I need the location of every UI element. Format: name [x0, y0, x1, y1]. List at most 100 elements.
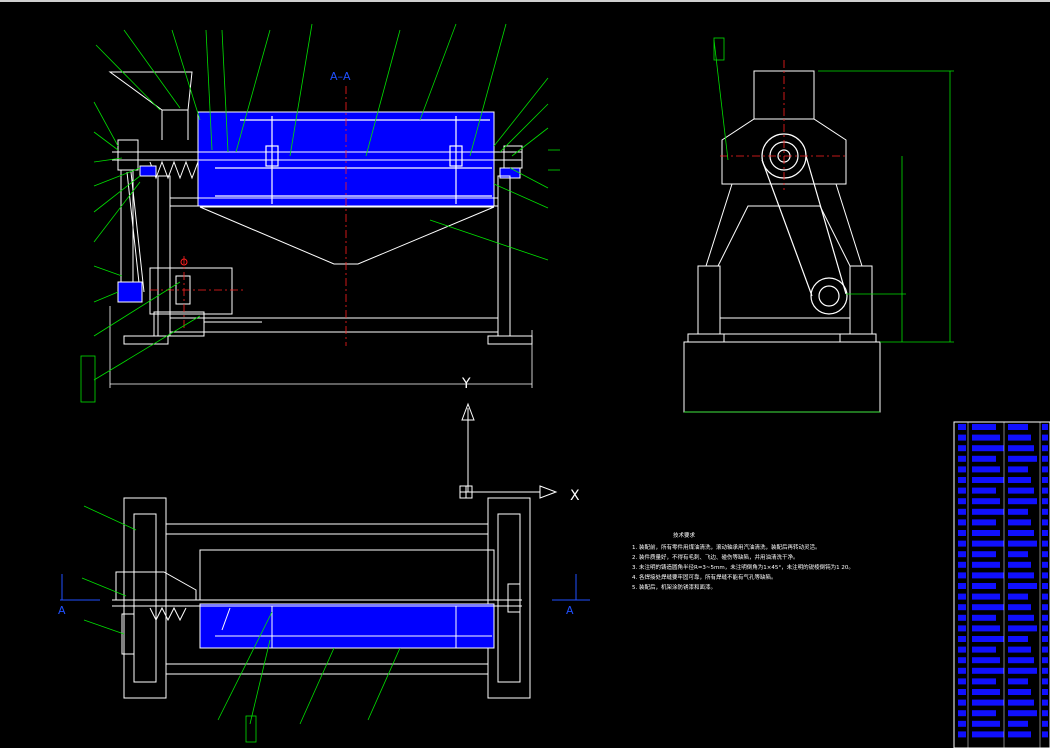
title-block-cell [958, 710, 966, 717]
title-block-cell [958, 636, 966, 642]
title-block-cell [1042, 689, 1048, 695]
title-block-cell [958, 625, 966, 632]
axis-x-label: X [570, 488, 580, 504]
title-block-cell [1042, 540, 1048, 547]
section-mark-right: A [566, 604, 574, 617]
title-block-cell [1008, 583, 1037, 589]
title-block-cell [958, 604, 966, 611]
title-block-cell [1042, 498, 1048, 505]
title-block-cell [972, 477, 1004, 483]
tech-requirement-4: 4. 各焊接处焊缝要牢固可靠，所有焊缝不能有气孔等缺陷。 [632, 575, 777, 581]
title-block-cell [1008, 720, 1028, 727]
title-block-cell [972, 530, 1000, 536]
title-block-cell [972, 720, 1000, 727]
section-label: A–A [330, 70, 351, 83]
title-block-cell [958, 434, 966, 441]
title-block-cell [1042, 424, 1048, 430]
window-top-border [0, 0, 1050, 2]
title-block-cell [958, 487, 966, 494]
side-view [683, 37, 954, 413]
title-block-cell [1008, 434, 1031, 441]
title-block-cell [972, 455, 996, 462]
tank-cone [199, 206, 495, 265]
title-block-cell [958, 540, 966, 547]
title-block-cell [1042, 519, 1048, 526]
title-block-cell [1008, 710, 1037, 717]
title-block-cell [1008, 604, 1031, 611]
title-block-cell [958, 445, 966, 452]
title-block-cell [972, 519, 996, 526]
title-block-cell [958, 508, 966, 515]
part-leaders-front [80, 23, 560, 403]
title-block-cell [972, 657, 1000, 664]
title-block-cell [1042, 646, 1048, 653]
title-block-cell [958, 583, 966, 589]
title-block-cell [1008, 561, 1031, 568]
title-block-cell [972, 646, 996, 653]
title-block-cell [972, 636, 1004, 642]
title-block-cell [958, 678, 966, 685]
title-block-cell [1042, 625, 1048, 632]
title-block-cell [1042, 530, 1048, 536]
title-block-cell [1008, 551, 1028, 558]
title-block-cell [972, 508, 1004, 515]
tank-blue-fill [198, 112, 494, 206]
title-block-cell [958, 646, 966, 653]
title-block-cell [958, 731, 966, 738]
title-block-cell [1042, 477, 1048, 483]
base-dimension [109, 306, 533, 388]
title-block-cell [1008, 667, 1037, 674]
title-block-cell [1042, 699, 1048, 706]
title-block-cell [1042, 710, 1048, 717]
machine-frame [123, 175, 533, 345]
title-block-cell [958, 699, 966, 706]
title-block-cell [1008, 455, 1037, 462]
title-block-cell [972, 625, 1000, 632]
motor-center-mark [180, 258, 188, 266]
title-block-cell [972, 572, 1004, 579]
title-block-cell [958, 593, 966, 600]
title-block-cell [1042, 445, 1048, 452]
title-block-cell [1042, 667, 1048, 674]
title-block-cell [972, 678, 996, 685]
title-block-cell [1042, 604, 1048, 611]
title-block-cell [972, 424, 996, 430]
title-block-cell [958, 720, 966, 727]
title-block-cell [1042, 731, 1048, 738]
main-shaft [112, 151, 522, 161]
title-block-cell [1008, 508, 1028, 515]
title-block-cell [972, 689, 1000, 695]
title-block-cell [1042, 434, 1048, 441]
title-block-cell [1008, 593, 1028, 600]
title-block-cell [972, 540, 1004, 547]
title-block-cell [1042, 551, 1048, 558]
title-block [953, 421, 1050, 748]
title-block-cell [1008, 530, 1034, 536]
tech-requirements-title: 技术要求 [673, 533, 696, 539]
title-block-cell [1042, 636, 1048, 642]
title-block-cell [1008, 424, 1028, 430]
title-block-cell [958, 614, 966, 621]
title-block-cell [972, 667, 1004, 674]
front-section-view: A–A [80, 23, 560, 403]
title-block-cell [1042, 561, 1048, 568]
title-block-cell [972, 434, 1000, 441]
title-block-cell [1042, 657, 1048, 664]
title-block-cell [1042, 583, 1048, 589]
title-block-cell [972, 498, 1000, 505]
title-block-cell [958, 561, 966, 568]
title-block-cell [972, 731, 1004, 738]
title-block-cell [972, 445, 1004, 452]
tech-requirement-3: 3. 未注明的铸造圆角半径R=3~5mm，未注明倒角为1×45°，未注明的锐棱倒… [632, 565, 854, 571]
title-block-cell [958, 519, 966, 526]
tech-requirement-2: 2. 装件质量好，不得有毛刺、飞边、碰伤等缺陷，并用油清洗干净。 [632, 555, 799, 561]
top-view: A A [58, 497, 590, 743]
title-block-cell [972, 593, 1000, 600]
agitator-arms [215, 116, 492, 204]
title-block-cell [958, 530, 966, 536]
title-block-cell [1042, 678, 1048, 685]
title-block-cell [958, 667, 966, 674]
title-block-cell [972, 561, 1000, 568]
title-block-cell [958, 498, 966, 505]
side-base [683, 341, 881, 413]
